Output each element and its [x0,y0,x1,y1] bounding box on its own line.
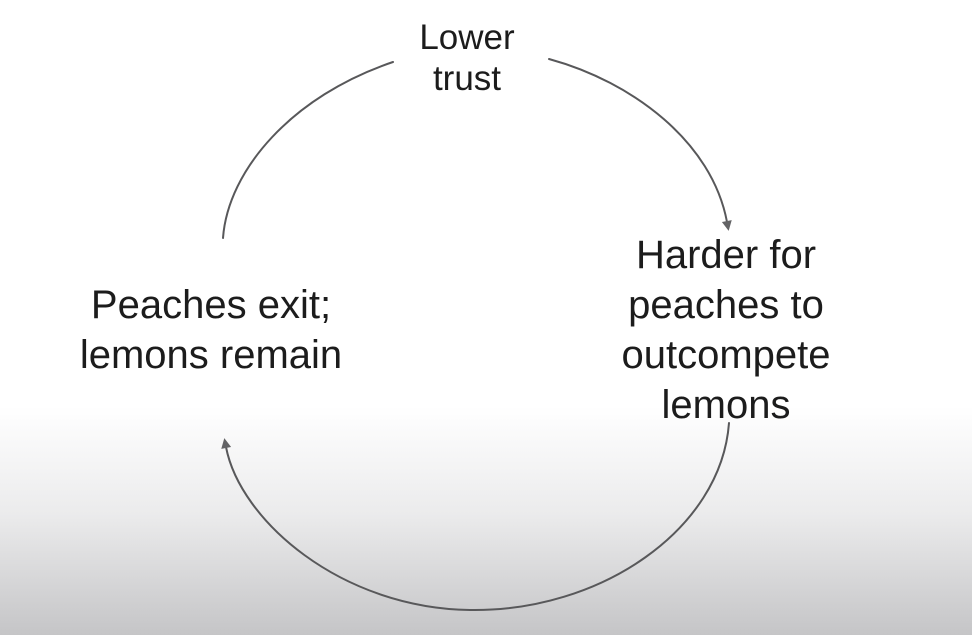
node-harder-for-peaches: Harder for peaches to outcompete lemons [621,233,831,427]
node-lower-trust: Lower trust [419,18,515,98]
edge-lower-trust-to-harder-for-peaches [548,58,732,231]
node-peaches-exit: Peaches exit; lemons remain [79,283,343,377]
edge-peaches-exit-to-lower-trust [222,61,394,239]
edge-harder-for-peaches-to-peaches-exit [221,422,730,612]
